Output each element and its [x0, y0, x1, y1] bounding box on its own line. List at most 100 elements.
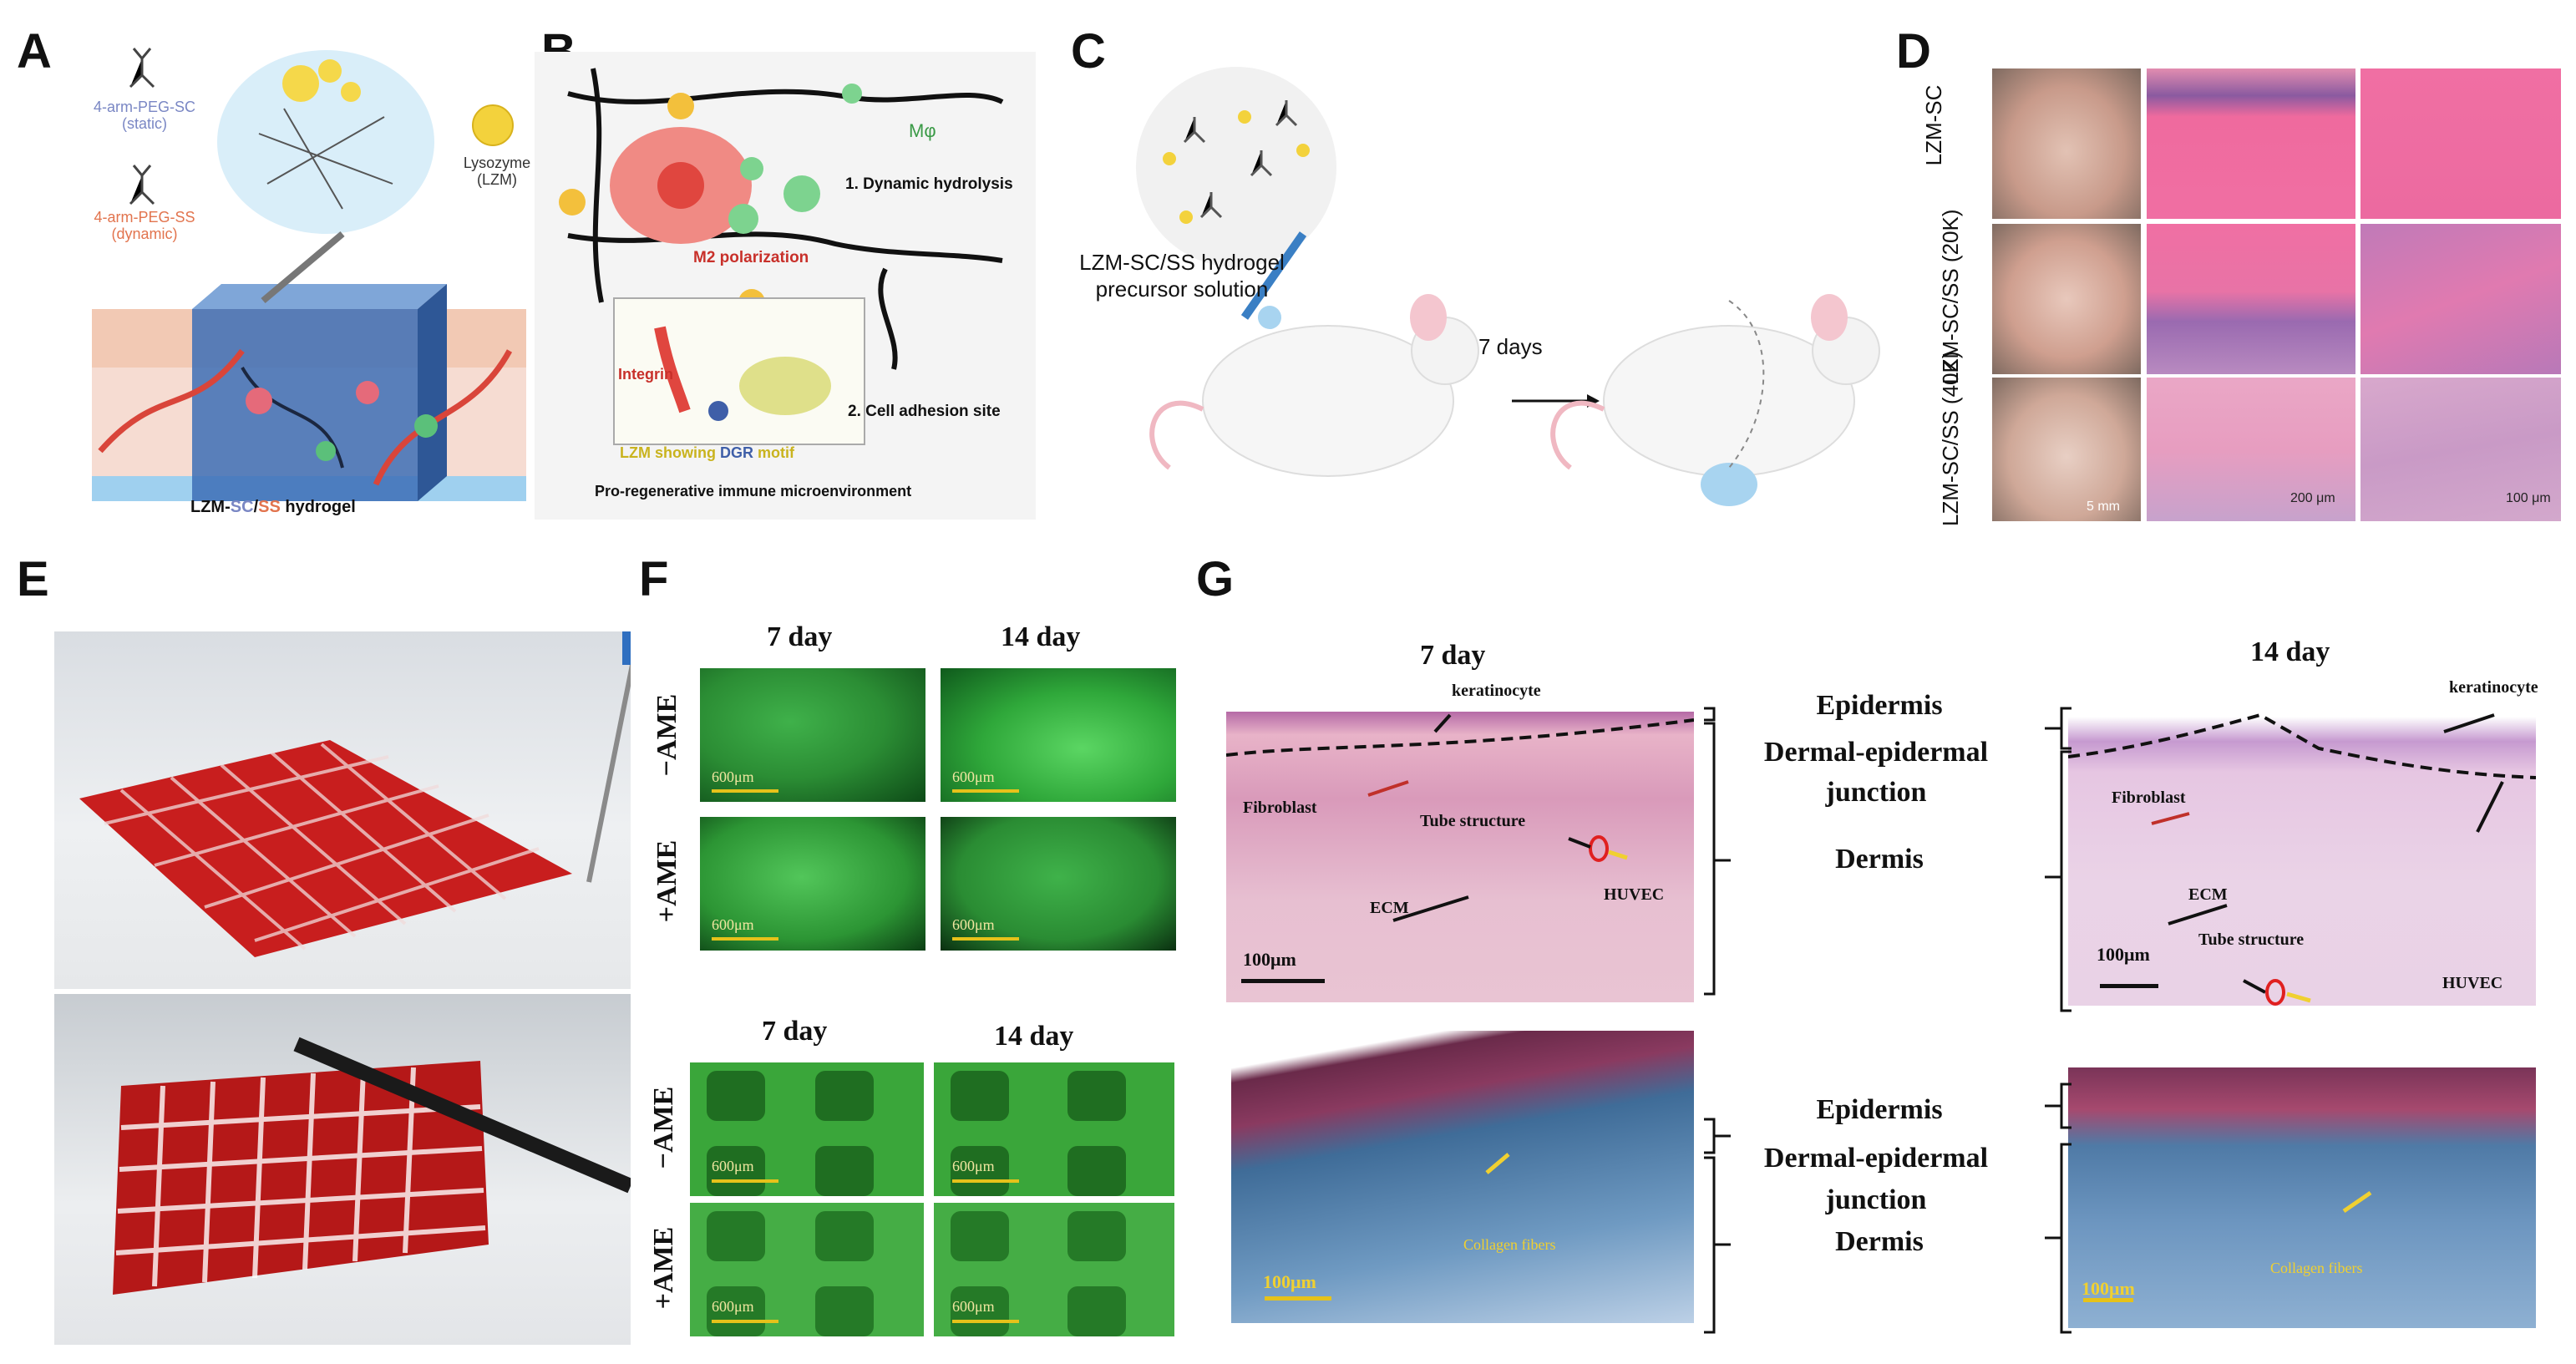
scaffold-fluor-minus-7day: [690, 1062, 924, 1196]
hydrogel-suffix: hydrogel: [280, 498, 356, 516]
dynamic-hydrolysis-label: 1. Dynamic hydrolysis: [845, 175, 1013, 193]
integrin-label: Integrin: [618, 366, 673, 383]
cell-adhesion-label: 2. Cell adhesion site: [848, 403, 1001, 420]
peg-sc-label: 4-arm-PEG-SC (static): [82, 99, 207, 132]
f-scale-label-1: 600μm: [712, 768, 754, 785]
he-section-7day: [1226, 712, 1694, 1002]
g14-keratinocyte-label: keratinocyte: [2449, 678, 2538, 697]
f-scale-bar-5: [712, 1179, 778, 1183]
he-high-mag-40k: [2360, 378, 2561, 521]
f-scale-label-2: 600μm: [952, 768, 995, 785]
f-scale-label-5: 600μm: [712, 1158, 754, 1174]
g-label-epidermis-bottom: Epidermis: [1816, 1094, 1943, 1125]
panel-a-illustration: [92, 48, 526, 501]
g14-scale-label: 100μm: [2097, 944, 2150, 965]
he-7day-overlay: [1226, 713, 1694, 983]
peg-ss-note: (dynamic): [111, 226, 178, 242]
masson-7day-overlay: [1265, 1153, 1510, 1301]
scaffold-fluor-plus-7day: [690, 1203, 924, 1336]
row-label-lzm-sc: LZM-SC: [1921, 84, 1946, 166]
f-scale-bar-4: [952, 937, 1019, 941]
f-scale-bar-2: [952, 789, 1019, 793]
g-label-dej-top-1: Dermal-epidermal: [1763, 737, 1989, 768]
f-row-minus-ame-bottom: −AME: [648, 1086, 679, 1169]
g14-collagen-label: Collagen fibers: [2270, 1260, 2363, 1276]
f-scale-label-8: 600μm: [952, 1298, 995, 1315]
f-scale-bar-8: [952, 1320, 1019, 1323]
g-label-dej-top-2: junction: [1825, 777, 1927, 808]
scaffold-grid-1: [707, 1071, 874, 1196]
scaffold-grid-4: [951, 1211, 1126, 1336]
macrophage-label: Mφ: [909, 120, 936, 141]
f-col-14day-bottom: 14 day: [994, 1021, 1074, 1052]
scale-label-200um: 200 μm: [2290, 491, 2335, 505]
f-scale-label-4: 600μm: [952, 916, 995, 933]
g7-keratinocyte-label: keratinocyte: [1452, 682, 1541, 700]
fluor-minus-ame-14day: [941, 668, 1176, 802]
masson-section-7day: [1231, 1031, 1694, 1323]
fluor-minus-ame-7day: [700, 668, 925, 802]
he-14day-overlay: [2068, 712, 2536, 1006]
he-section-14day: [2068, 698, 2536, 1006]
scaffold-grid-2: [951, 1071, 1126, 1196]
precursor-line-2: precursor solution: [1095, 276, 1269, 302]
scaffold-mesh-top: [79, 631, 631, 957]
g-title-7day: 7 day: [1420, 640, 1486, 671]
g7-scale-label: 100μm: [1243, 949, 1296, 970]
f-col-14day-top: 14 day: [1001, 621, 1081, 652]
m2-polarization-label: M2 polarization: [693, 249, 809, 266]
printed-scaffold-photo-bottom: [54, 994, 631, 1345]
g14-huvec-label: HUVEC: [2442, 974, 2503, 992]
g-label-dej-bottom-2: junction: [1825, 1184, 1927, 1215]
layer-brackets: [1704, 707, 2071, 1334]
masson-section-14day: [2068, 1067, 2536, 1328]
lzm-showing-text: LZM showing: [620, 444, 720, 461]
f-col-7day-bottom: 7 day: [762, 1016, 828, 1047]
f-row-minus-ame-top: −AME: [652, 693, 682, 777]
dgr-text: DGR: [719, 444, 753, 461]
motif-text: motif: [753, 444, 794, 461]
panel-label-f: F: [639, 552, 669, 606]
panel-c-illustration: [1136, 67, 1880, 506]
hydrogel-caption: LZM-SC/SS hydrogel: [190, 498, 356, 517]
fluor-plus-ame-14day: [941, 817, 1176, 951]
g7-collagen-label: Collagen fibers: [1463, 1236, 1556, 1253]
days-label: 7 days: [1478, 334, 1543, 359]
f-scale-label-7: 600μm: [712, 1298, 754, 1315]
g-label-dej-bottom-1: Dermal-epidermal: [1763, 1143, 1989, 1174]
peg-ss-name: 4-arm-PEG-SS: [94, 209, 195, 226]
g7-tube-label: Tube structure: [1420, 812, 1526, 830]
f-col-7day-top: 7 day: [767, 621, 833, 652]
g14-fibroblast-label: Fibroblast: [2112, 788, 2186, 807]
g-title-14day: 14 day: [2250, 636, 2330, 667]
hydrogel-sc: SC: [230, 498, 254, 516]
scaffold-mesh-bottom: [113, 1037, 631, 1295]
he-low-mag-lzm-sc: [2147, 68, 2355, 219]
gross-image-lzm-sc: [1992, 68, 2141, 219]
f-row-plus-ame-top: +AME: [652, 839, 682, 923]
panel-label-d: D: [1896, 24, 1931, 79]
hydrogel-ss: SS: [258, 498, 281, 516]
g7-fibroblast-label: Fibroblast: [1243, 799, 1317, 817]
lysozyme-name: Lysozyme: [463, 155, 531, 171]
scaffold-fluor-plus-14day: [934, 1203, 1174, 1336]
lysozyme-abbrev: (LZM): [477, 171, 517, 188]
g-label-dermis-top: Dermis: [1835, 844, 1924, 875]
gross-image-40k: [1992, 378, 2141, 521]
row-label-lzm-sc-ss-40k: LZM-SC/SS (40K): [1938, 351, 1963, 527]
he-high-mag-lzm-sc: [2360, 68, 2561, 219]
peg-ss-label: 4-arm-PEG-SS (dynamic): [82, 209, 207, 242]
fluor-plus-ame-7day: [700, 817, 925, 951]
scaffold-fluor-minus-14day: [934, 1062, 1174, 1196]
peg-sc-note: (static): [122, 115, 167, 132]
g14-tube-label: Tube structure: [2198, 930, 2305, 949]
f-row-plus-ame-bottom: +AME: [648, 1226, 679, 1310]
g7-masson-scale-label: 100μm: [1263, 1271, 1316, 1292]
g-label-epidermis-top: Epidermis: [1816, 690, 1943, 721]
g7-huvec-label: HUVEC: [1604, 885, 1665, 904]
f-scale-label-6: 600μm: [952, 1158, 995, 1174]
precursor-line-1: LZM-SC/SS hydrogel: [1079, 250, 1285, 275]
scaffold-grid-3: [707, 1211, 874, 1336]
panel-label-g: G: [1196, 552, 1235, 606]
he-low-mag-20k: [2147, 224, 2355, 374]
